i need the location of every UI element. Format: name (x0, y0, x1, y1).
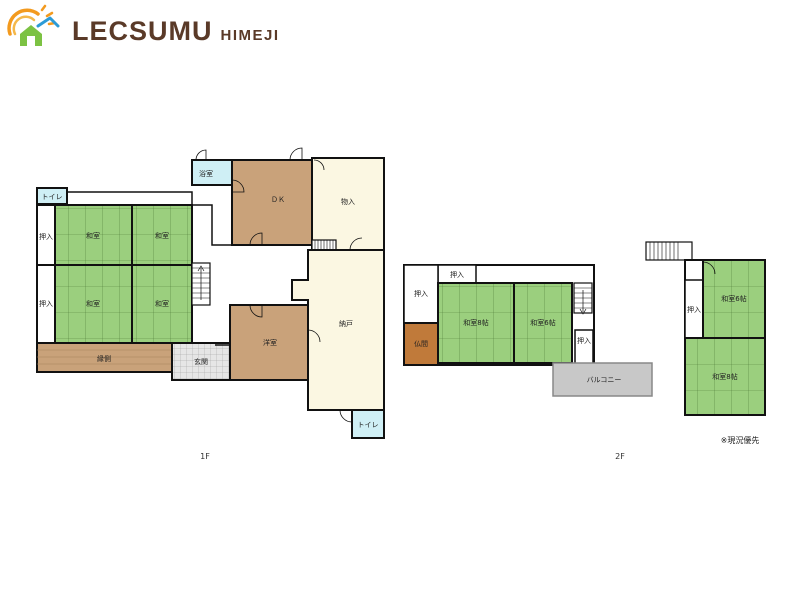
washitsu-2f-6 (513, 282, 573, 364)
label-toilet-1f-a: トイレ (42, 193, 63, 201)
dk-door-swing-left (231, 179, 245, 193)
label-oshiire-2f-top: 押入 (450, 270, 464, 279)
storage (311, 157, 385, 251)
nando-door-swing-left (307, 329, 321, 343)
label-dk: ＤＫ (271, 196, 285, 204)
dk-door-swing-top (289, 147, 303, 161)
label-oshiire-1f-b: 押入 (39, 299, 53, 308)
bath (191, 159, 233, 186)
floor-2f: 押入 押入 和室8帖 和室6帖 仏間 押入 バルコニー 2F (403, 264, 653, 461)
stairs-2f-left (573, 282, 593, 315)
label-genkan: 玄関 (194, 357, 208, 366)
label-nando: 納戸 (339, 319, 353, 328)
label-toilet-1f-b: トイレ (358, 421, 379, 429)
toilet-1f-b-door-swing (339, 409, 353, 423)
genkan (171, 342, 231, 381)
floor-label-1f: 1F (200, 452, 210, 461)
floor-1f: トイレ 押入 押入 和室 和室 和室 和室 縁側 玄関 浴室 Ｄ (36, 147, 385, 461)
brand-wordmark: LECSUMU HIMEJI (72, 16, 280, 46)
label-storage: 物入 (341, 197, 355, 206)
nando-door-swing-top (349, 237, 363, 251)
oshiire-2f-right (574, 329, 594, 366)
brand-subname: HIMEJI (220, 27, 280, 44)
brand-name: LECSUMU (72, 16, 213, 46)
dk (231, 159, 313, 246)
toilet-1f-b (351, 409, 385, 439)
label-oshiire-wing: 押入 (687, 305, 701, 314)
dk-door-swing-bottom (249, 232, 263, 246)
butsuma (403, 322, 439, 366)
header: LECSUMU HIMEJI (0, 0, 800, 60)
youshitsu (229, 304, 309, 381)
storage-door-swing (313, 159, 325, 171)
stairs-2f-wing (645, 241, 693, 261)
label-washitsu-2f-6-right: 和室6帖 (721, 294, 746, 303)
label-washitsu-2f-8-right: 和室8帖 (712, 372, 737, 381)
stairs-1f-left (191, 262, 211, 306)
label-washitsu-2f-6: 和室6帖 (530, 318, 555, 327)
house-sun-logo-icon (7, 4, 60, 46)
washitsu-1f-b (131, 204, 193, 266)
engawa (36, 342, 173, 373)
washitsu-2f-8-right (684, 337, 766, 416)
washitsu-2f-6-right (702, 259, 766, 339)
label-youshitsu: 洋室 (263, 338, 277, 347)
label-balcony: バルコニー (587, 376, 622, 384)
label-washitsu-2f-8: 和室8帖 (463, 318, 488, 327)
label-washitsu-1f-c: 和室 (86, 299, 100, 308)
label-washitsu-1f-b: 和室 (155, 231, 169, 240)
label-oshiire-1f-a: 押入 (39, 232, 53, 241)
label-engawa: 縁側 (97, 354, 111, 363)
bath-door-swing (195, 149, 207, 161)
youshitsu-door-swing (249, 304, 263, 318)
floor-label-2f: 2F (615, 452, 625, 461)
wing-door-swing (702, 261, 716, 275)
oshiire-2f-left (403, 264, 439, 324)
label-bath: 浴室 (199, 169, 213, 178)
note-current-condition: ※現況優先 (721, 435, 760, 445)
label-washitsu-1f-a: 和室 (86, 231, 100, 240)
label-butsuma: 仏間 (414, 340, 428, 348)
washitsu-1f-d (131, 264, 193, 344)
label-oshiire-2f-left: 押入 (414, 289, 428, 298)
floor-2f-wing: 押入 和室6帖 和室8帖 ※現況優先 (645, 241, 766, 445)
nando (291, 249, 385, 411)
label-washitsu-1f-d: 和室 (155, 299, 169, 308)
label-oshiire-2f-right: 押入 (577, 336, 591, 345)
balcony (552, 362, 653, 397)
